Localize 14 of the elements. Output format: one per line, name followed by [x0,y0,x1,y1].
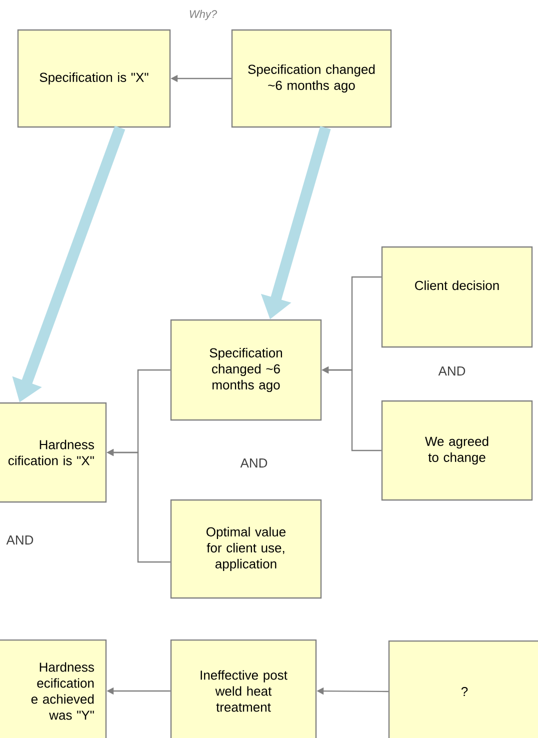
cause-box: Specification changed ~6 months ago [231,29,392,128]
cause-box: We agreed to change [381,400,533,501]
cause-box: Hardness ecification e achieved was "Y" [0,639,107,738]
cause-box: Client decision [381,246,533,348]
cause-box: Hardness cification is "X" [0,402,107,503]
connector-label: AND [438,366,466,376]
question-label: Why? [190,10,218,20]
cause-box: Ineffective post weld heat treatment [170,639,317,738]
cause-box: Specification is "X" [17,29,171,128]
connector-label: AND [6,536,34,544]
cause-box: Optimal value for client use, application [170,499,322,599]
cause-box: ? [388,640,538,738]
connector-label: AND [240,458,268,468]
cause-box: Specification changed ~6 months ago [170,319,322,421]
